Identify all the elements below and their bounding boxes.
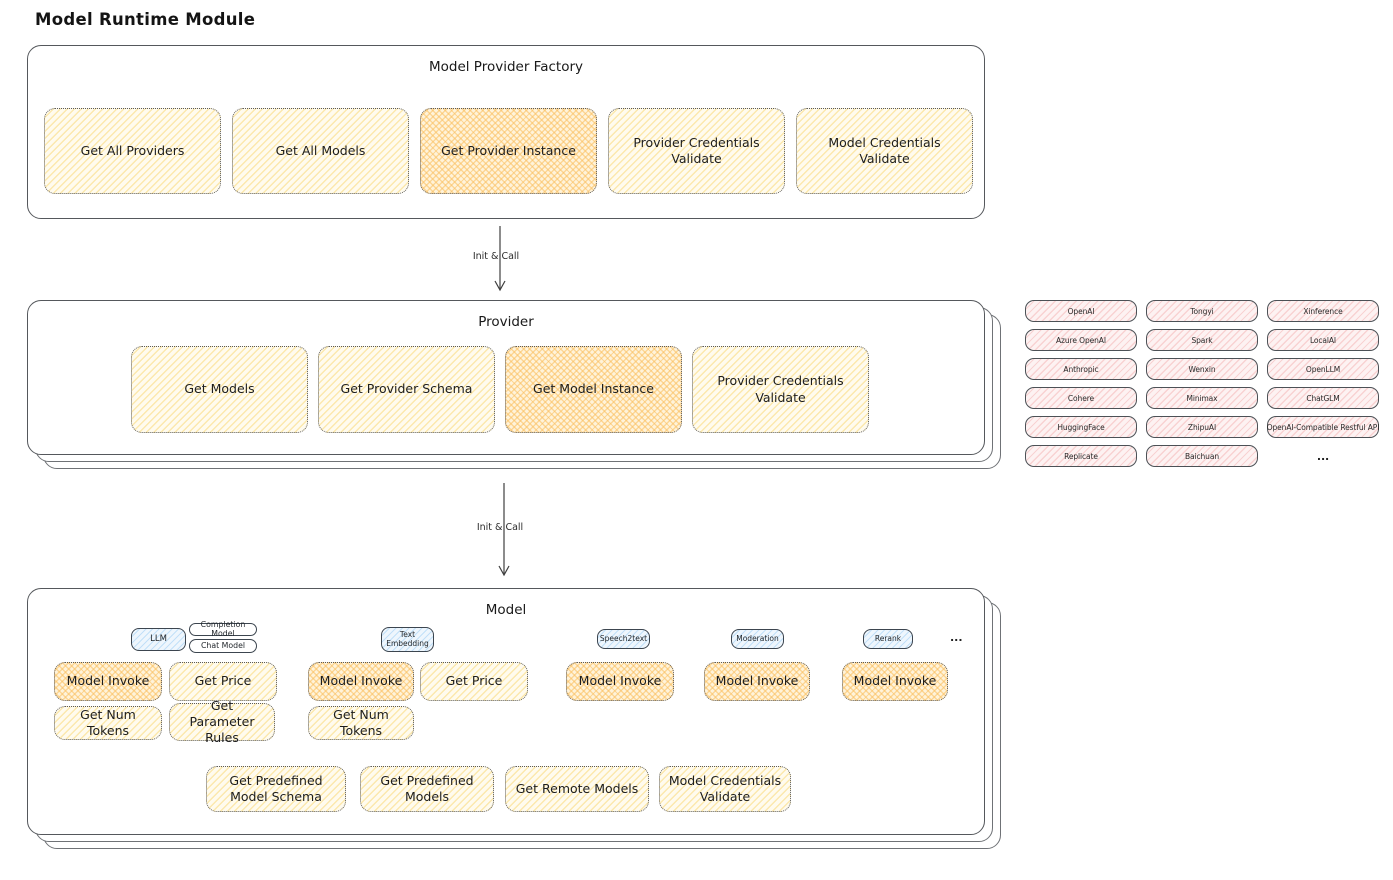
provider-chip-baichuan: Baichuan <box>1146 445 1258 467</box>
factory-title: Model Provider Factory <box>428 59 583 75</box>
tabs-more-ellipsis: ... <box>950 631 963 644</box>
provider-chip-openai: OpenAI <box>1025 300 1137 322</box>
provider-list: OpenAI Tongyi Xinference Azure OpenAI Sp… <box>1025 300 1379 467</box>
llm-get-price: Get Price <box>169 662 277 701</box>
provider-chip-localai: LocalAI <box>1267 329 1379 351</box>
provider-chip-anthropic: Anthropic <box>1025 358 1137 380</box>
factory-button-provider-credentials-validate: Provider Credentials Validate <box>608 108 785 194</box>
embedding-get-price: Get Price <box>420 662 528 701</box>
moderation-model-invoke: Model Invoke <box>704 662 810 701</box>
provider-chip-wenxin: Wenxin <box>1146 358 1258 380</box>
provider-chip-chatglm: ChatGLM <box>1267 387 1379 409</box>
embedding-model-invoke: Model Invoke <box>308 662 414 701</box>
arrow-provider-to-model <box>498 483 510 577</box>
provider-button-provider-credentials-validate: Provider Credentials Validate <box>692 346 869 433</box>
tab-rerank: Rerank <box>863 629 913 649</box>
tab-chat-model: Chat Model <box>189 639 257 653</box>
arrow-label-init-call-2: Init & Call <box>476 522 524 533</box>
model-title: Model <box>485 602 527 618</box>
provider-chip-openai-compatible: OpenAI-Compatible Restful API <box>1267 416 1379 438</box>
embedding-get-num-tokens: Get Num Tokens <box>308 706 414 740</box>
provider-chip-zhipuai: ZhipuAI <box>1146 416 1258 438</box>
tab-llm: LLM <box>131 628 186 651</box>
model-get-remote-models: Get Remote Models <box>505 766 649 812</box>
provider-button-get-model-instance: Get Model Instance <box>505 346 682 433</box>
page-title: Model Runtime Module <box>35 10 256 29</box>
factory-button-get-provider-instance: Get Provider Instance <box>420 108 597 194</box>
llm-get-num-tokens: Get Num Tokens <box>54 706 162 740</box>
provider-box: Provider Get Models Get Provider Schema … <box>27 300 985 455</box>
provider-title: Provider <box>478 314 534 330</box>
provider-chip-huggingface: HuggingFace <box>1025 416 1137 438</box>
provider-chip-spark: Spark <box>1146 329 1258 351</box>
tab-text-embedding: Text Embedding <box>381 627 434 652</box>
speech2text-model-invoke: Model Invoke <box>566 662 674 701</box>
provider-chip-azure-openai: Azure OpenAI <box>1025 329 1137 351</box>
arrow-label-init-call-1: Init & Call <box>472 251 520 262</box>
provider-chip-replicate: Replicate <box>1025 445 1137 467</box>
provider-list-more-ellipsis: ... <box>1316 449 1330 463</box>
provider-chip-xinference: Xinference <box>1267 300 1379 322</box>
model-get-predefined-models: Get Predefined Models <box>360 766 494 812</box>
arrow-factory-to-provider <box>494 226 506 292</box>
provider-chip-cohere: Cohere <box>1025 387 1137 409</box>
factory-button-get-all-providers: Get All Providers <box>44 108 221 194</box>
tab-completion-model: Completion Model <box>189 620 257 637</box>
llm-model-invoke: Model Invoke <box>54 662 162 701</box>
tab-moderation: Moderation <box>731 629 784 649</box>
provider-chip-tongyi: Tongyi <box>1146 300 1258 322</box>
model-get-predefined-model-schema: Get Predefined Model Schema <box>206 766 346 812</box>
provider-chip-openllm: OpenLLM <box>1267 358 1379 380</box>
factory-box: Model Provider Factory Get All Providers… <box>27 45 985 219</box>
tab-speech2text: Speech2text <box>597 629 650 649</box>
provider-button-get-provider-schema: Get Provider Schema <box>318 346 495 433</box>
factory-button-get-all-models: Get All Models <box>232 108 409 194</box>
model-credentials-validate: Model Credentials Validate <box>659 766 791 812</box>
rerank-model-invoke: Model Invoke <box>842 662 948 701</box>
model-box: Model LLM Completion Model Chat Model Te… <box>27 588 985 835</box>
factory-button-model-credentials-validate: Model Credentials Validate <box>796 108 973 194</box>
llm-get-parameter-rules: Get Parameter Rules <box>169 698 275 745</box>
provider-button-get-models: Get Models <box>131 346 308 433</box>
provider-chip-minimax: Minimax <box>1146 387 1258 409</box>
